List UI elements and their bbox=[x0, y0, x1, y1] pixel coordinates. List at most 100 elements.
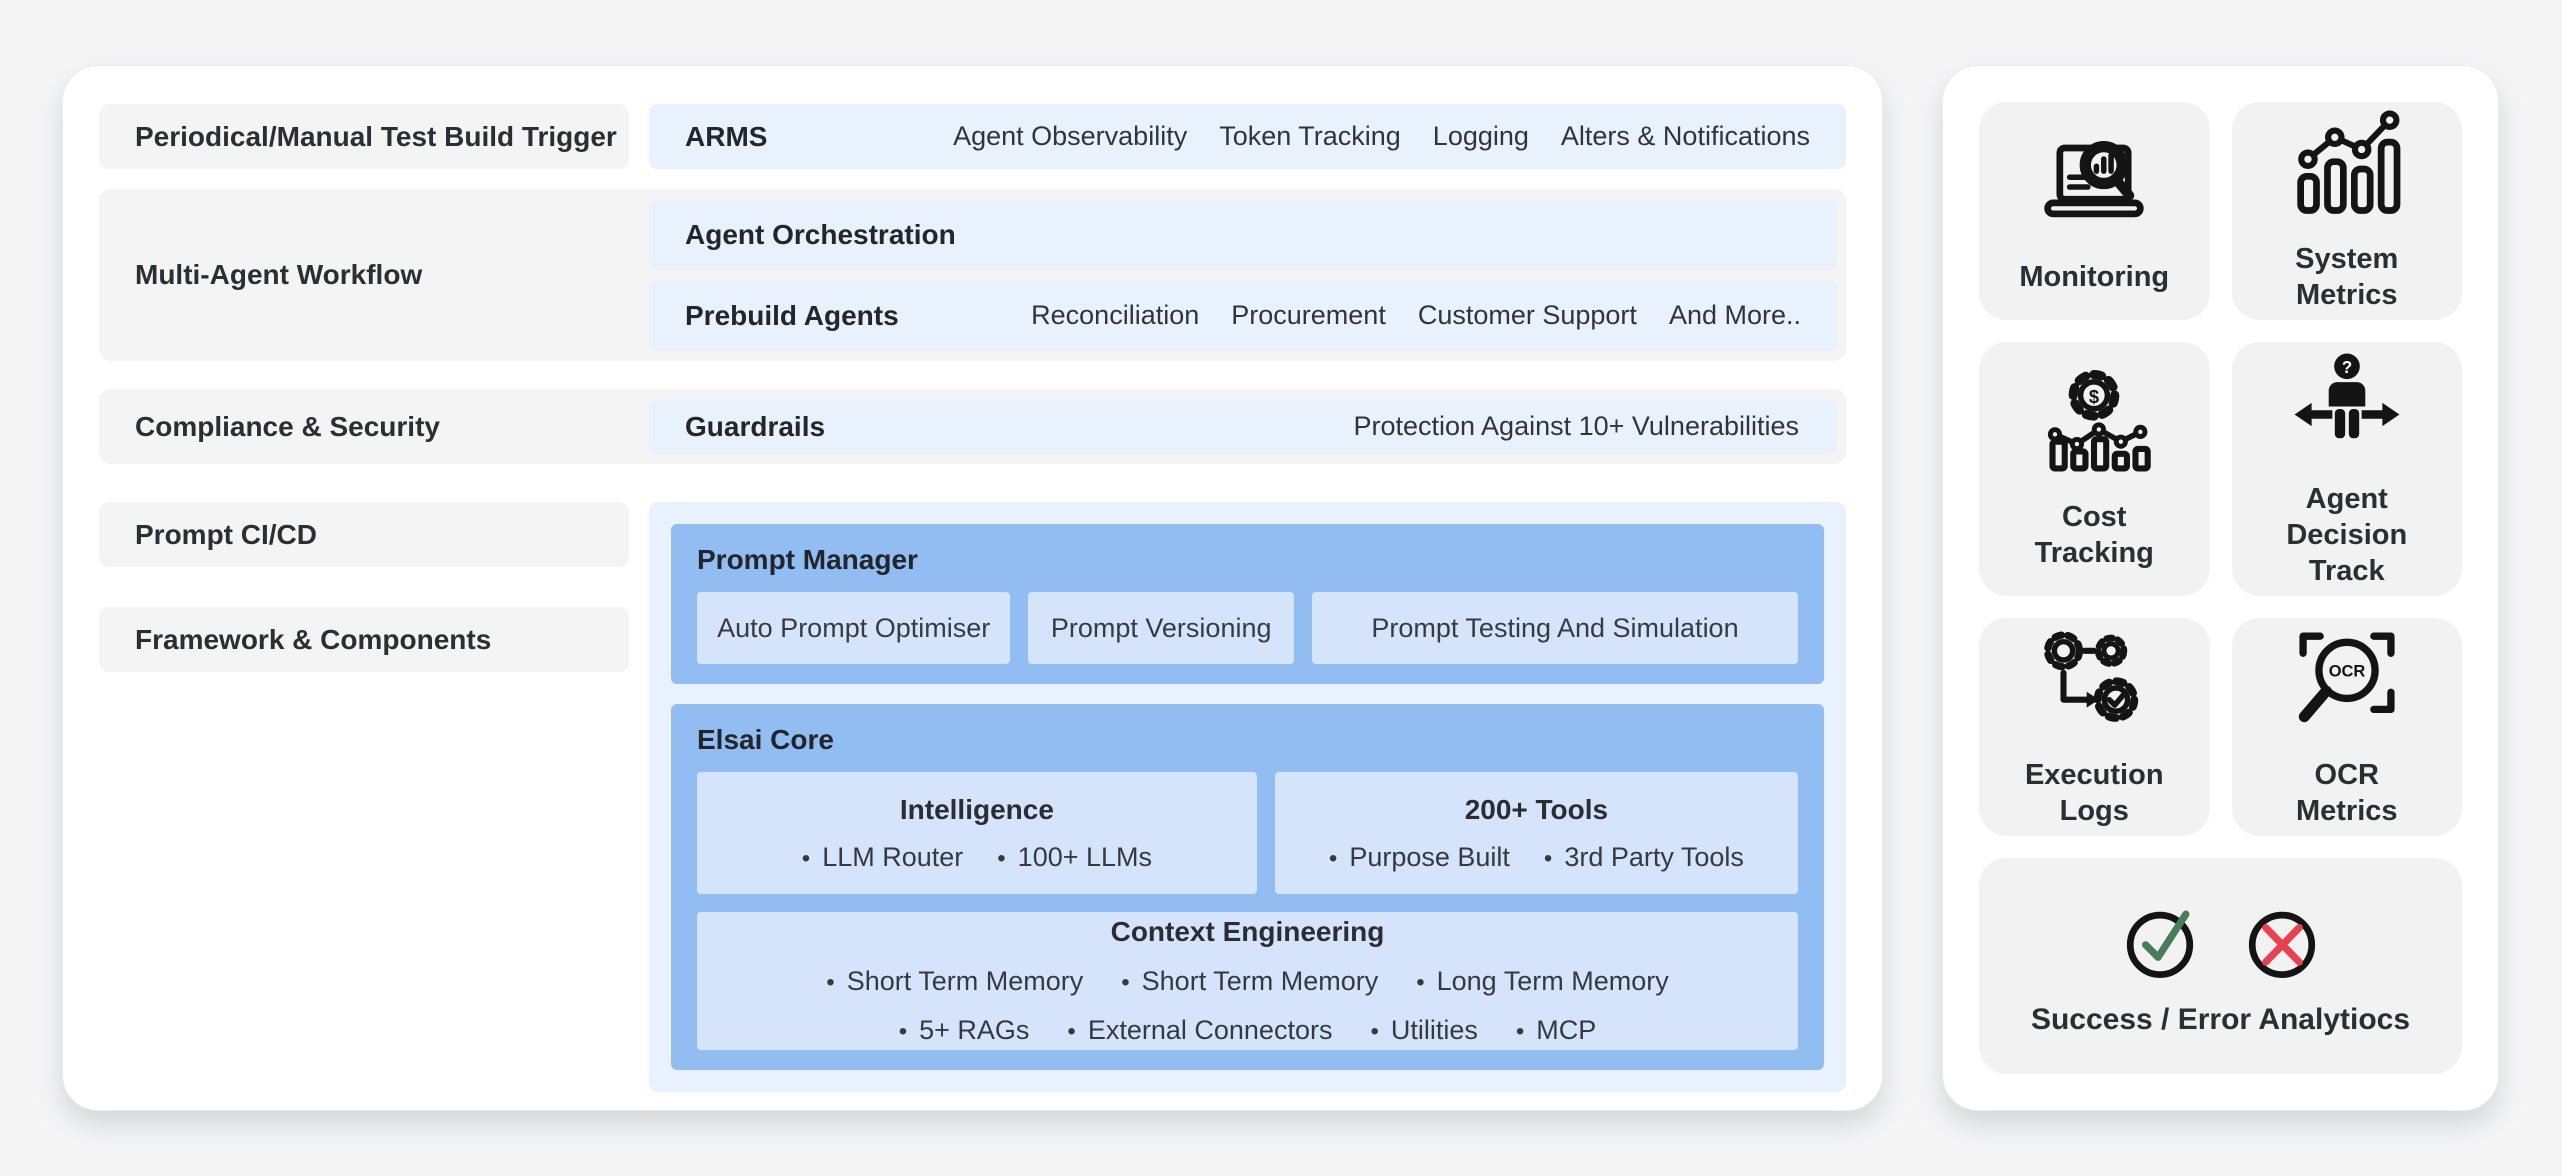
prompt-cicd-label: Prompt CI/CD bbox=[135, 518, 317, 550]
guardrails-note: Protection Against 10+ Vulnerabilities bbox=[1353, 411, 1799, 441]
error-cross-icon bbox=[2248, 911, 2315, 979]
intelligence-item: 100+ LLMs bbox=[997, 842, 1152, 873]
tools-item: 3rd Party Tools bbox=[1544, 842, 1744, 873]
elsai-core-title: Elsai Core bbox=[697, 724, 834, 755]
question-glyph: ? bbox=[2342, 358, 2352, 377]
arms-item: Logging bbox=[1432, 121, 1529, 151]
tile-label: Cost Tracking bbox=[2035, 500, 2154, 572]
tile-label-line: Success / Error Analytiocs bbox=[2030, 1003, 2411, 1037]
compliance-label: Compliance & Security bbox=[135, 410, 440, 442]
elsai-core-top-row: Intelligence LLM Router 100+ LLMs 200+ T… bbox=[697, 772, 1798, 894]
tile-label: System Metrics bbox=[2295, 242, 2398, 314]
tile-cost-tracking: $ Cost Tracking bbox=[1979, 341, 2210, 596]
auto-prompt-optimiser-box: Auto Prompt Optimiser bbox=[697, 592, 1011, 664]
guardrails-label: Guardrails bbox=[685, 410, 826, 442]
tile-label-line: Execution bbox=[2024, 758, 2164, 791]
trigger-box-label: Periodical/Manual Test Build Trigger bbox=[135, 120, 617, 152]
tile-label-line: Agent Decision bbox=[2286, 482, 2408, 551]
tile-label-line: Logs bbox=[2059, 794, 2129, 827]
intelligence-items: LLM Router 100+ LLMs bbox=[802, 842, 1152, 873]
tile-label-line: Tracking bbox=[2034, 536, 2154, 569]
tools-item: Purpose Built bbox=[1329, 842, 1510, 873]
monitoring-icon bbox=[2044, 140, 2144, 218]
prompt-testing-box: Prompt Testing And Simulation bbox=[1311, 592, 1798, 664]
prebuild-agents-label: Prebuild Agents bbox=[685, 299, 899, 331]
context-item: 5+ RAGs bbox=[899, 1015, 1029, 1046]
tile-label-line: Track bbox=[2308, 554, 2385, 587]
prompt-manager-title: Prompt Manager bbox=[697, 544, 918, 575]
prompt-versioning-box: Prompt Versioning bbox=[1028, 592, 1294, 664]
guardrails-sub-row: Guardrails Protection Against 10+ Vulner… bbox=[629, 389, 1846, 464]
context-engineering-title: Context Engineering bbox=[1110, 916, 1385, 947]
tile-label: Agent Decision Track bbox=[2242, 482, 2453, 590]
tile-success-error-analytics: Success / Error Analytiocs bbox=[1979, 857, 2462, 1074]
arms-row: ARMS Agent Observability Token Tracking … bbox=[649, 104, 1846, 169]
ocr-glyph: OCR bbox=[2328, 662, 2365, 680]
context-item: External Connectors bbox=[1067, 1015, 1333, 1046]
tools-title: 200+ Tools bbox=[1464, 793, 1609, 825]
row-trigger-arms: Periodical/Manual Test Build Trigger ARM… bbox=[99, 104, 1846, 169]
context-item: Short Term Memory bbox=[1121, 966, 1379, 997]
intelligence-item: LLM Router bbox=[802, 842, 963, 873]
context-item: Long Term Memory bbox=[1416, 966, 1669, 997]
bottom-left-column: Prompt CI/CD Framework & Components bbox=[99, 502, 629, 1092]
prebuild-item: Customer Support bbox=[1417, 300, 1637, 330]
core-stack-container: Prompt Manager Auto Prompt Optimiser Pro… bbox=[649, 502, 1846, 1092]
arms-item: Token Tracking bbox=[1219, 121, 1401, 151]
tile-ocr-metrics: OCR OCR Metrics bbox=[2231, 617, 2462, 836]
agent-orchestration-row: Agent Orchestration bbox=[649, 199, 1837, 270]
multi-agent-workflow-panel: Multi-Agent Workflow Agent Orchestration… bbox=[99, 189, 1846, 361]
prompt-cicd-box: Prompt CI/CD bbox=[99, 502, 629, 567]
prompt-manager-panel: Prompt Manager Auto Prompt Optimiser Pro… bbox=[671, 524, 1824, 684]
context-item: MCP bbox=[1516, 1015, 1596, 1046]
prebuild-agents-items: Reconciliation Procurement Customer Supp… bbox=[1031, 300, 1837, 331]
tile-execution-logs: Execution Logs bbox=[1979, 617, 2210, 836]
prebuild-agents-row: Prebuild Agents Reconciliation Procureme… bbox=[649, 280, 1837, 351]
context-engineering-box: Context Engineering Short Term Memory Sh… bbox=[697, 912, 1798, 1050]
execution-logs-icon bbox=[2044, 631, 2139, 722]
tile-label-line: Cost bbox=[2062, 500, 2127, 533]
compliance-security-panel: Compliance & Security Guardrails Protect… bbox=[99, 389, 1846, 464]
tile-label-line: Metrics bbox=[2295, 794, 2398, 827]
context-item: Short Term Memory bbox=[826, 966, 1084, 997]
arms-label: ARMS bbox=[685, 120, 768, 152]
ocr-metrics-icon: OCR bbox=[2298, 632, 2395, 722]
trigger-box: Periodical/Manual Test Build Trigger bbox=[99, 104, 629, 169]
bottom-section: Prompt CI/CD Framework & Components Prom… bbox=[99, 502, 1846, 1092]
tile-label: Execution Logs bbox=[2025, 758, 2164, 830]
architecture-card: Periodical/Manual Test Build Trigger ARM… bbox=[62, 65, 1883, 1111]
prebuild-item: And More.. bbox=[1668, 300, 1801, 330]
agent-orchestration-label: Agent Orchestration bbox=[685, 218, 956, 250]
tools-items: Purpose Built 3rd Party Tools bbox=[1329, 842, 1744, 873]
tile-system-metrics: System Metrics bbox=[2231, 102, 2462, 320]
intelligence-box: Intelligence LLM Router 100+ LLMs bbox=[697, 772, 1257, 894]
workflow-sub-rows: Agent Orchestration Prebuild Agents Reco… bbox=[629, 189, 1846, 361]
prebuild-item: Procurement bbox=[1231, 300, 1386, 330]
system-metrics-icon bbox=[2297, 110, 2401, 214]
success-error-icons bbox=[2112, 893, 2330, 989]
tile-label: Monitoring bbox=[2019, 260, 2169, 296]
metrics-card: Monitoring System Metrics $ bbox=[1942, 65, 2499, 1111]
tile-label-line: Monitoring bbox=[2019, 260, 2170, 293]
context-items-row2: 5+ RAGs External Connectors Utilities MC… bbox=[899, 1015, 1596, 1046]
dollar-glyph: $ bbox=[2089, 386, 2099, 407]
context-items-row1: Short Term Memory Short Term Memory Long… bbox=[826, 966, 1669, 997]
intelligence-title: Intelligence bbox=[899, 793, 1054, 825]
tools-box: 200+ Tools Purpose Built 3rd Party Tools bbox=[1274, 772, 1798, 894]
agent-decision-icon: ? bbox=[2294, 353, 2400, 439]
tile-label: Success / Error Analytiocs bbox=[2031, 1001, 2410, 1038]
tile-label-line: System bbox=[2295, 243, 2399, 275]
framework-components-box: Framework & Components bbox=[99, 607, 629, 672]
framework-components-label: Framework & Components bbox=[135, 623, 492, 655]
arms-item: Alters & Notifications bbox=[1560, 121, 1810, 151]
prebuild-item: Reconciliation bbox=[1031, 300, 1200, 330]
tile-label: OCR Metrics bbox=[2296, 758, 2398, 830]
tile-monitoring: Monitoring bbox=[1979, 102, 2210, 320]
elsai-core-panel: Elsai Core Intelligence LLM Router 100+ … bbox=[671, 704, 1824, 1070]
cost-tracking-icon: $ bbox=[2048, 369, 2151, 472]
arms-item: Agent Observability bbox=[953, 121, 1188, 151]
workflow-label: Multi-Agent Workflow bbox=[135, 259, 423, 290]
context-item: Utilities bbox=[1370, 1015, 1478, 1046]
arms-items: Agent Observability Token Tracking Loggi… bbox=[953, 121, 1846, 152]
guardrails-row: Guardrails Protection Against 10+ Vulner… bbox=[649, 399, 1837, 454]
